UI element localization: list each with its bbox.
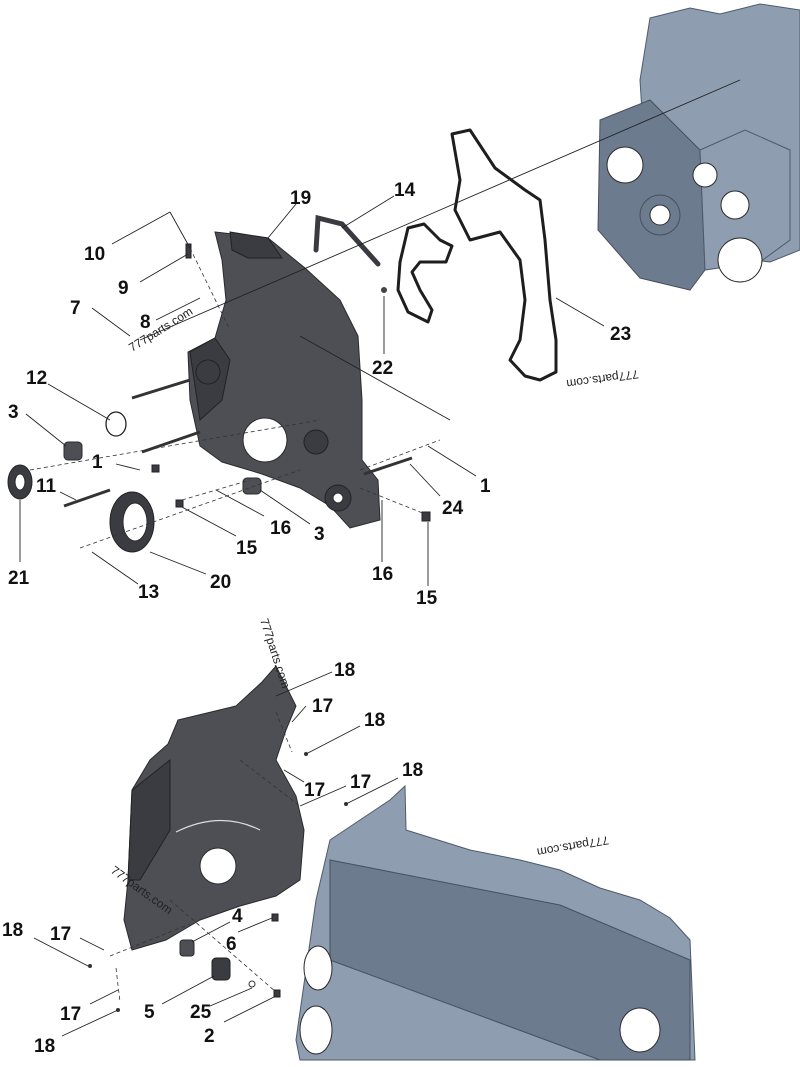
callout-18-a: 18 (334, 660, 355, 681)
leaders-bottom (33, 671, 399, 1037)
callout-23: 23 (610, 324, 631, 345)
callout-10: 10 (84, 244, 105, 265)
watermark-1: 777parts.com (126, 304, 195, 354)
callout-17-a: 17 (312, 696, 333, 717)
gasket-small (396, 222, 454, 324)
bolts-top (63, 243, 431, 522)
callout-15-right: 15 (416, 588, 438, 609)
callout-25: 25 (190, 1002, 212, 1023)
o-ring-12 (105, 411, 127, 437)
watermark-2: 777parts.com (566, 367, 640, 391)
callout-17-c: 17 (350, 772, 371, 793)
centerlines-top (29, 79, 741, 549)
gasket-23 (450, 128, 558, 382)
callout-17-d: 17 (50, 924, 71, 945)
leaders-top (19, 195, 605, 586)
seal-21 (7, 464, 33, 500)
callout-16-right: 16 (372, 564, 393, 585)
callout-1-left: 1 (92, 452, 103, 473)
callout-11: 11 (36, 476, 57, 497)
callout-19: 19 (290, 188, 311, 209)
callout-5: 5 (144, 1002, 155, 1023)
callout-2: 2 (204, 1026, 215, 1047)
callout-17-e: 17 (60, 1004, 81, 1025)
callout-20: 20 (210, 572, 231, 593)
callout-4: 4 (232, 906, 243, 927)
callout-12: 12 (26, 368, 47, 389)
callout-13: 13 (138, 582, 159, 603)
callout-18-e: 18 (34, 1036, 55, 1057)
callout-15-left: 15 (236, 538, 258, 559)
callout-7: 7 (70, 298, 81, 319)
callout-1-right: 1 (480, 476, 491, 497)
bushing-3-right (242, 477, 262, 495)
callout-22: 22 (372, 358, 393, 379)
callout-17-b: 17 (304, 780, 325, 801)
callout-24: 24 (442, 498, 464, 519)
callout-18-b: 18 (364, 710, 385, 731)
callout-6: 6 (226, 934, 237, 955)
seal-20 (109, 491, 155, 553)
callout-8: 8 (140, 312, 151, 333)
callout-14: 14 (394, 180, 416, 201)
watermark-4: 777parts.com (536, 833, 610, 859)
engine-block-top (597, 3, 800, 291)
callout-18-c: 18 (402, 760, 423, 781)
callout-3-left: 3 (8, 402, 19, 423)
front-housing-top (187, 231, 381, 529)
tube-14 (313, 214, 381, 267)
callout-18-d: 18 (2, 920, 23, 941)
callout-16-left: 16 (270, 518, 291, 539)
callout-21: 21 (8, 568, 30, 589)
callout-9: 9 (118, 278, 129, 299)
front-housing-bottom (123, 665, 305, 951)
bushing-3-left (63, 441, 83, 461)
callout-3-right: 3 (314, 524, 325, 545)
engine-block-bottom (295, 784, 696, 1061)
